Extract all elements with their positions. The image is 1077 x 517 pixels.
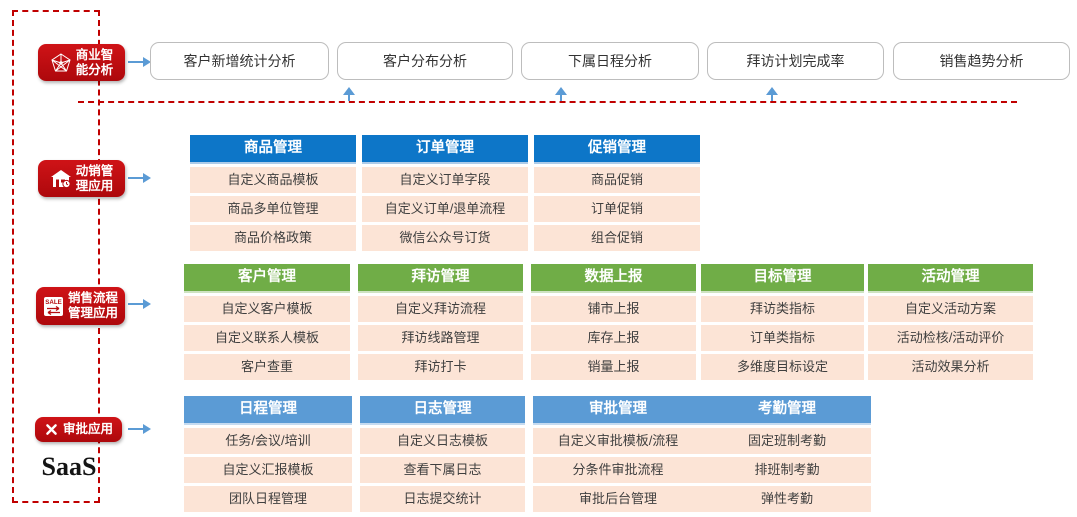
table-header: 订单管理 (362, 135, 528, 164)
sidebar-item-label: 理应用 (75, 178, 114, 193)
sidebar-item-label: 商业智 (75, 47, 114, 62)
up-arrow-icon (766, 87, 778, 101)
table-header: 拜访管理 (358, 264, 523, 293)
table-row: 订单促销 (534, 196, 700, 222)
sidebar-item-label: 能分析 (75, 62, 114, 77)
sidebar-item-sales-process: SALE 销售流程 管理应用 (36, 287, 125, 325)
table-row: 自定义活动方案 (868, 296, 1033, 322)
table-row: 弹性考勤 (703, 486, 871, 512)
table-row: 自定义审批模板/流程 (533, 428, 703, 454)
table-header: 商品管理 (190, 135, 356, 164)
table-header: 考勤管理 (703, 396, 871, 425)
top-box-subordinate-schedule: 下属日程分析 (521, 42, 699, 80)
top-box-customer-new-stats: 客户新增统计分析 (150, 42, 329, 80)
sidebar-item-label: 动销管 (75, 163, 114, 178)
table-row: 订单类指标 (701, 325, 864, 351)
table-row: 团队日程管理 (184, 486, 352, 512)
table-promotion-mgmt: 促销管理 商品促销 订单促销 组合促销 (534, 135, 700, 251)
table-row: 铺市上报 (531, 296, 696, 322)
table-row: 自定义客户模板 (184, 296, 350, 322)
table-customer-mgmt: 客户管理 自定义客户模板 自定义联系人模板 客户查重 (184, 264, 350, 380)
table-schedule-mgmt: 日程管理 任务/会议/培训 自定义汇报模板 团队日程管理 (184, 396, 352, 512)
right-arrow-icon (128, 299, 151, 309)
table-header: 审批管理 (533, 396, 703, 425)
top-box-label: 拜访计划完成率 (746, 53, 845, 69)
right-arrow-icon (128, 57, 151, 67)
table-row: 组合促销 (534, 225, 700, 251)
svg-text:SALE: SALE (45, 299, 62, 306)
table-row: 分条件审批流程 (533, 457, 703, 483)
table-row: 自定义联系人模板 (184, 325, 350, 351)
table-row: 多维度目标设定 (701, 354, 864, 380)
top-box-label: 客户新增统计分析 (183, 53, 296, 69)
table-target-mgmt: 目标管理 拜访类指标 订单类指标 多维度目标设定 (701, 264, 864, 380)
table-visit-mgmt: 拜访管理 自定义拜访流程 拜访线路管理 拜访打卡 (358, 264, 523, 380)
table-row: 审批后台管理 (533, 486, 703, 512)
table-row: 固定班制考勤 (703, 428, 871, 454)
table-row: 自定义订单字段 (362, 167, 528, 193)
top-box-label: 下属日程分析 (568, 53, 652, 69)
table-row: 查看下属日志 (360, 457, 525, 483)
table-row: 商品价格政策 (190, 225, 356, 251)
saas-dashed-frame (12, 10, 100, 503)
table-header: 日志管理 (360, 396, 525, 425)
top-box-label: 客户分布分析 (383, 53, 467, 69)
sidebar-item-sales-movement: 动销管 理应用 (38, 160, 125, 197)
sidebar-item-bi-analysis: 商业智 能分析 (38, 44, 125, 81)
up-arrow-icon (343, 87, 355, 101)
table-row: 活动检核/活动评价 (868, 325, 1033, 351)
table-product-mgmt: 商品管理 自定义商品模板 商品多单位管理 商品价格政策 (190, 135, 356, 251)
table-row: 拜访类指标 (701, 296, 864, 322)
table-row: 拜访打卡 (358, 354, 523, 380)
right-arrow-icon (128, 173, 151, 183)
table-header: 活动管理 (868, 264, 1033, 293)
table-row: 拜访线路管理 (358, 325, 523, 351)
table-row: 日志提交统计 (360, 486, 525, 512)
saas-wordmark: SaaS (41, 452, 97, 481)
table-order-mgmt: 订单管理 自定义订单字段 自定义订单/退单流程 微信公众号订货 (362, 135, 528, 251)
table-header: 目标管理 (701, 264, 864, 293)
table-row: 活动效果分析 (868, 354, 1033, 380)
bi-dashed-divider (78, 101, 1017, 103)
table-row: 排班制考勤 (703, 457, 871, 483)
top-box-label: 销售趋势分析 (939, 53, 1024, 69)
sidebar-item-label: 销售流程 (67, 291, 118, 305)
table-row: 自定义商品模板 (190, 167, 356, 193)
table-row: 销量上报 (531, 354, 696, 380)
table-approval-mgmt: 审批管理 自定义审批模板/流程 分条件审批流程 审批后台管理 (533, 396, 703, 512)
table-header: 促销管理 (534, 135, 700, 164)
table-header: 日程管理 (184, 396, 352, 425)
table-row: 自定义日志模板 (360, 428, 525, 454)
table-row: 客户查重 (184, 354, 350, 380)
sidebar-item-label: 管理应用 (67, 306, 118, 320)
top-box-customer-distribution: 客户分布分析 (337, 42, 513, 80)
table-row: 自定义订单/退单流程 (362, 196, 528, 222)
table-activity-mgmt: 活动管理 自定义活动方案 活动检核/活动评价 活动效果分析 (868, 264, 1033, 380)
right-arrow-icon (128, 424, 151, 434)
sidebar-item-approval: 审批应用 (35, 417, 122, 442)
network-icon (50, 52, 72, 74)
table-header: 客户管理 (184, 264, 350, 293)
table-data-report: 数据上报 铺市上报 库存上报 销量上报 (531, 264, 696, 380)
table-row: 自定义汇报模板 (184, 457, 352, 483)
table-header: 数据上报 (531, 264, 696, 293)
crossed-tools-icon (44, 422, 59, 437)
table-attendance-mgmt: 考勤管理 固定班制考勤 排班制考勤 弹性考勤 (703, 396, 871, 512)
table-row: 商品促销 (534, 167, 700, 193)
table-row: 任务/会议/培训 (184, 428, 352, 454)
store-icon (50, 169, 72, 189)
top-box-visit-plan-completion: 拜访计划完成率 (707, 42, 884, 80)
sale-sliders-icon: SALE (43, 296, 64, 317)
table-row: 自定义拜访流程 (358, 296, 523, 322)
table-row: 库存上报 (531, 325, 696, 351)
table-row: 商品多单位管理 (190, 196, 356, 222)
table-row: 微信公众号订货 (362, 225, 528, 251)
sidebar-item-label: 审批应用 (62, 422, 113, 436)
top-box-sales-trend: 销售趋势分析 (893, 42, 1070, 80)
table-journal-mgmt: 日志管理 自定义日志模板 查看下属日志 日志提交统计 (360, 396, 525, 512)
up-arrow-icon (555, 87, 567, 101)
